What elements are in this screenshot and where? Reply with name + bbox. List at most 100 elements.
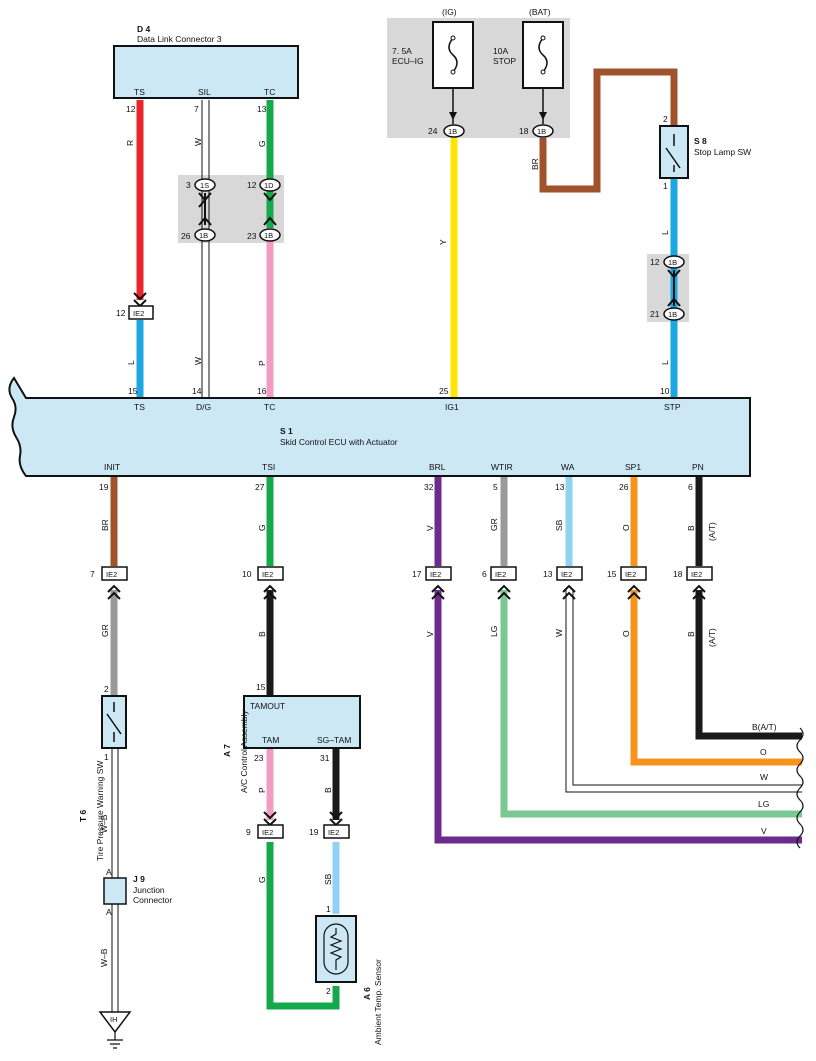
svg-text:1D: 1D [264, 181, 274, 190]
d4-connector-box [113, 45, 299, 99]
s1-pin-tsi: TSI [262, 462, 275, 472]
s1-pin-dg: D/G [196, 402, 211, 412]
wire-wtir-lg [500, 590, 802, 818]
svg-text:IE2: IE2 [430, 570, 441, 579]
junction-arrows-1d [263, 192, 277, 226]
s8-id: S 8 [694, 136, 707, 146]
a6-id: A 6 [362, 987, 372, 1000]
fuse-ig-name: ECU–IG [392, 56, 424, 66]
wire-stop-brown [539, 68, 678, 193]
arrows-a7 [263, 811, 343, 827]
wc-br-init: BR [100, 519, 110, 531]
connector-1b-stp-top: 1B [663, 255, 685, 269]
pin-s1-wtir: 5 [493, 482, 498, 492]
pin-d4-sil: 7 [194, 104, 199, 114]
d4-pin-ts: TS [134, 87, 145, 97]
wc-gr-wtir: GR [489, 518, 499, 531]
fuse-bat-circuit: (BAT) [529, 7, 551, 17]
svg-text:IE2: IE2 [561, 570, 572, 579]
fuse-bat-rating: 10A [493, 46, 508, 56]
pin-t6-top: 2 [104, 684, 109, 694]
wc-b-tsi: B [257, 631, 267, 637]
pin-stp-1b-bot: 21 [650, 309, 660, 319]
svg-text:IE2: IE2 [495, 570, 506, 579]
svg-text:1B: 1B [537, 127, 546, 136]
pin-stp-1b-top: 12 [650, 257, 660, 267]
s1-id: S 1 [280, 426, 293, 436]
pin-ie2-brl: 17 [412, 569, 422, 579]
j9-name-1: Junction [133, 885, 165, 895]
connector-ie2-tsi: IE2 [257, 566, 284, 581]
pin-a7-sgtam: 31 [320, 753, 330, 763]
wc-w-dg: W [193, 357, 203, 365]
pin-d4-ts: 12 [126, 104, 136, 114]
a7-box [243, 695, 361, 749]
s1-ecu-box [8, 376, 751, 477]
connector-1b-ig: 1B [443, 124, 465, 138]
pin-s1-wa: 13 [555, 482, 565, 492]
connector-ie2-sp1: IE2 [620, 566, 647, 581]
pin-ie2-sp1: 15 [607, 569, 617, 579]
connector-ie2-init: IE2 [101, 566, 128, 581]
connector-ie2-pn: IE2 [686, 566, 713, 581]
s1-pin-init: INIT [104, 462, 120, 472]
svg-text:1B: 1B [264, 231, 273, 240]
wc-w-right: W [760, 772, 768, 782]
connector-ie2-tam: IE2 [257, 824, 284, 839]
pin-ie2-ts: 12 [116, 308, 126, 318]
pin-s1-init: 19 [99, 482, 109, 492]
svg-text:1B: 1B [668, 310, 677, 319]
connector-ie2-sgtam: IE2 [323, 824, 350, 839]
d4-name: Data Link Connector 3 [137, 34, 222, 44]
pin-s1-pn: 6 [688, 482, 693, 492]
connector-1b-stp-bot: 1B [663, 307, 685, 321]
junction-connector-1b-sil: 1B [194, 228, 216, 242]
junction-connector-1b-tc: 1B [259, 228, 281, 242]
wire-brl-purple [434, 590, 802, 844]
svg-text:IE2: IE2 [691, 570, 702, 579]
pin-ie2-wa: 13 [543, 569, 553, 579]
wc-l-stp-a: L [660, 230, 670, 235]
pin-j-1s: 3 [186, 180, 191, 190]
connector-ie2-wa: IE2 [556, 566, 583, 581]
wire-tam-green [266, 842, 340, 1010]
junction-connector-1d: 1D [259, 178, 281, 192]
svg-text:1B: 1B [668, 258, 677, 267]
ground-triangle [98, 1011, 132, 1034]
pin-s1-tc: 16 [257, 386, 267, 396]
d4-pin-tc: TC [264, 87, 275, 97]
wire-break-mark [796, 727, 804, 849]
pin-ie2-pn: 18 [673, 569, 683, 579]
pin-s1-brl: 32 [424, 482, 434, 492]
pin-d4-tc: 13 [257, 104, 267, 114]
s1-pin-stp: STP [664, 402, 681, 412]
wc-g-tc: G [257, 140, 267, 147]
wc-wb-bot: W–B [99, 948, 109, 967]
wc-at-pn-low: (A/T) [707, 628, 717, 647]
wc-sb-sgtam: SB [323, 873, 333, 885]
s1-pin-wa: WA [561, 462, 575, 472]
s1-pin-wtir: WTIR [491, 462, 513, 472]
ground-icon [107, 1032, 123, 1049]
wc-v-brl: V [425, 525, 435, 531]
junction-arrows-1s [198, 192, 212, 226]
connector-ie2-wtir: IE2 [490, 566, 517, 581]
pin-s1-ig1: 25 [439, 386, 449, 396]
s8-switch-symbol [665, 134, 681, 172]
pin-ie2-wtir: 6 [482, 569, 487, 579]
pin-s8-bot: 1 [663, 181, 668, 191]
a7-pin-sgtam: SG–TAM [317, 735, 351, 745]
pin-ie2-tsi: 10 [242, 569, 252, 579]
pin-s1-stp: 10 [660, 386, 670, 396]
a7-name: A/C Control Assembly [239, 710, 249, 793]
j9-junction-box [103, 877, 127, 905]
s1-pin-brl: BRL [429, 462, 446, 472]
wc-lg-wtir: LG [489, 626, 499, 637]
wc-g-tsi: G [257, 524, 267, 531]
wc-b-pn: B [686, 525, 696, 531]
wc-o-sp1: O [621, 524, 631, 531]
fuse-bat-name: STOP [493, 56, 516, 66]
svg-text:IE2: IE2 [133, 309, 144, 318]
a7-id: A 7 [222, 744, 232, 757]
